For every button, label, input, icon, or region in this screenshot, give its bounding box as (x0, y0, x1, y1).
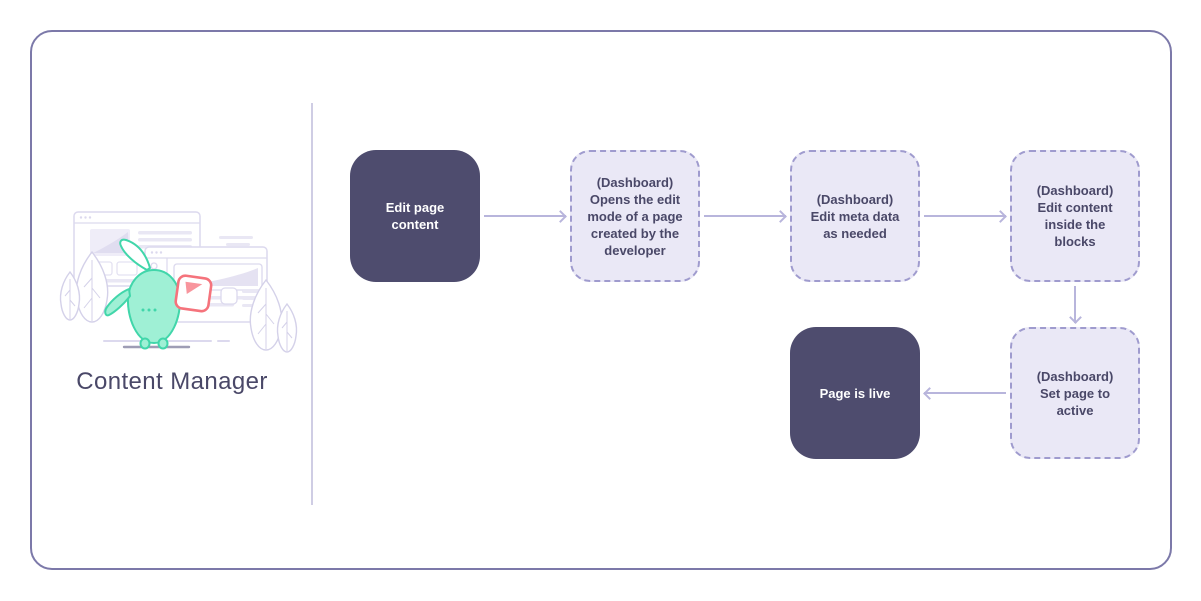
text-lines-icon (219, 236, 253, 246)
flow-node-open-edit-mode: (Dashboard) Opens the edit mode of a pag… (570, 150, 700, 282)
content-manager-illustration (59, 211, 298, 353)
arrow-head (923, 386, 936, 400)
flow-node-label: (Dashboard) Set page to active (1036, 368, 1114, 418)
flow-node-set-page-active: (Dashboard) Set page to active (1010, 327, 1140, 459)
arrow-line (924, 215, 1006, 217)
flow-node-label: Edit page content (385, 200, 445, 232)
flow-node-label: (Dashboard) Opens the edit mode of a pag… (587, 174, 683, 258)
arrow-left-icon (923, 383, 1006, 403)
flow-node-edit-page-content: Edit page content (350, 150, 480, 282)
page-title: Content Manager (76, 368, 268, 395)
arrow-line (704, 215, 786, 217)
plant-right-icon (249, 278, 298, 353)
content-card-icon (174, 274, 213, 313)
flow-node-edit-meta-data: (Dashboard) Edit meta data as needed (790, 150, 920, 282)
arrow-line (924, 392, 1006, 394)
flow-node-label: (Dashboard) Edit meta data as needed (810, 191, 900, 241)
arrow-head (554, 209, 567, 223)
vertical-divider (311, 103, 313, 505)
plant-left-icon (59, 250, 109, 323)
arrow-head (994, 209, 1007, 223)
flow-node-edit-content-blocks: (Dashboard) Edit content inside the bloc… (1010, 150, 1140, 282)
flow-node-label: Page is live (819, 385, 891, 401)
content-manager-card: Content Manager Edit page content (Dashb… (30, 30, 1172, 570)
flow-node-label: (Dashboard) Edit content inside the bloc… (1036, 183, 1114, 249)
arrow-right-icon (704, 206, 787, 226)
arrow-right-icon (924, 206, 1007, 226)
arrow-line (1074, 286, 1076, 323)
flow-node-page-is-live: Page is live (790, 327, 920, 459)
arrow-head (1068, 311, 1082, 324)
arrow-line (484, 215, 566, 217)
arrow-down-icon (1065, 286, 1085, 324)
arrow-right-icon (484, 206, 567, 226)
arrow-head (774, 209, 787, 223)
